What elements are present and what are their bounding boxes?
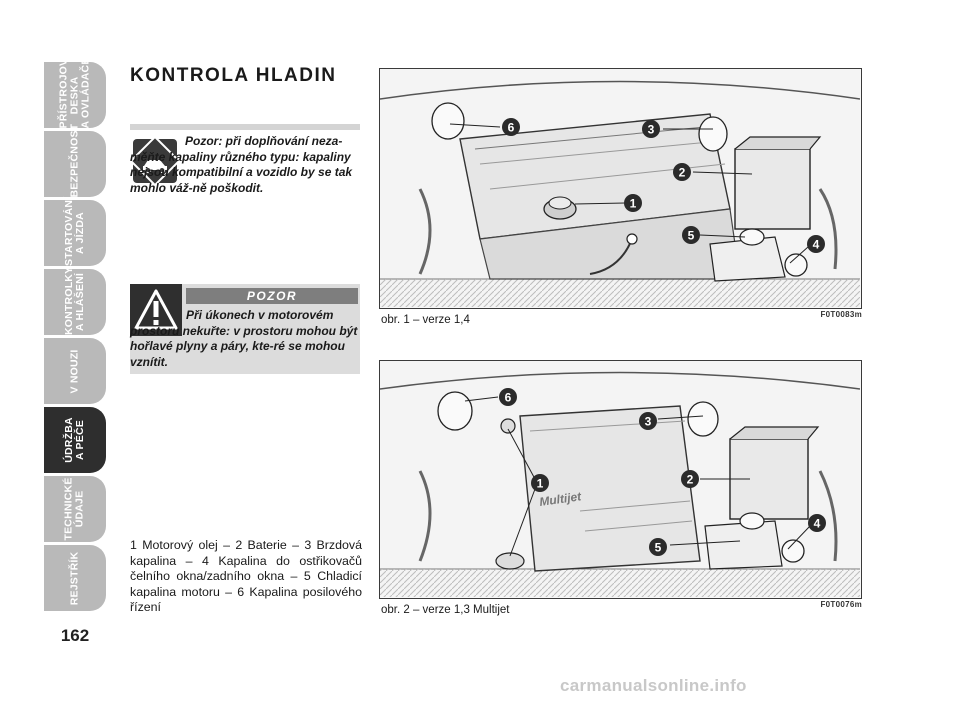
callout-1: 1	[624, 194, 642, 212]
engine-diagram: 1 2 3 4 5 6	[379, 68, 862, 309]
svg-text:5: 5	[688, 229, 695, 243]
note-text: Pozor: při doplňování neza-měňte kapalin…	[130, 134, 353, 195]
callout-2: 2	[681, 470, 699, 488]
svg-text:6: 6	[508, 121, 515, 135]
tab-pristrojova-deska[interactable]: PŘÍSTROJOVÁ DESKA A OVLÁDAČE	[44, 51, 106, 128]
svg-text:2: 2	[687, 473, 694, 487]
svg-text:6: 6	[505, 391, 512, 405]
callout-4: 4	[807, 235, 825, 253]
engine-bay-illustration: Multijet	[380, 361, 860, 597]
tab-label: REJSTŘÍK	[68, 547, 81, 609]
tab-technicke-udaje[interactable]: TECHNICKÉ ÚDAJE	[44, 476, 106, 542]
tab-label-line: A PÉČE	[74, 420, 86, 460]
tab-rejstrik[interactable]: REJSTŘÍK	[44, 545, 106, 611]
danger-text: Při úkonech v motorovém prostoru nekuřte…	[130, 308, 358, 369]
svg-text:1: 1	[537, 477, 544, 491]
tab-label: STARTOVÁNÍ A JÍZDA	[63, 197, 86, 266]
svg-text:1: 1	[630, 197, 637, 211]
figure-code: F0T0076m	[820, 600, 862, 609]
svg-text:5: 5	[655, 541, 662, 555]
tab-v-nouzi[interactable]: V NOUZI	[44, 338, 106, 404]
tab-label-line: A OVLÁDAČE	[79, 56, 92, 128]
figure-caption: obr. 2 – verze 1,3 Multijet	[381, 604, 510, 616]
caution-note: Pozor: při doplňování neza-měňte kapalin…	[130, 124, 360, 226]
tab-udrzba-active[interactable]: ÚDRŽBA A PÉČE	[44, 407, 106, 473]
tab-label-line: V NOUZI	[68, 349, 81, 393]
note-divider	[130, 124, 360, 130]
svg-text:3: 3	[645, 415, 652, 429]
danger-header: POZOR	[186, 288, 358, 304]
svg-text:2: 2	[679, 166, 686, 180]
tab-label: ÚDRŽBA A PÉČE	[63, 409, 86, 471]
tab-label-line: BEZPEČNOST	[68, 123, 81, 197]
tab-label-line: A HLÁŠENÍ	[74, 273, 86, 331]
callout-3: 3	[639, 412, 657, 430]
callout-1: 1	[531, 474, 549, 492]
danger-warning: POZOR Při úkonech v motorovém prostoru n…	[130, 284, 360, 374]
tab-label: V NOUZI	[68, 340, 81, 402]
figure-legend: 1 Motorový olej – 2 Baterie – 3 Brzdová …	[130, 538, 362, 614]
callout-4: 4	[808, 514, 826, 532]
svg-text:4: 4	[813, 238, 820, 252]
callout-6: 6	[499, 388, 517, 406]
multijet-label: Multijet	[538, 489, 583, 509]
callout-2: 2	[673, 163, 691, 181]
page-title: KONTROLA HLADIN	[130, 65, 337, 86]
exclamation-triangle-icon	[130, 284, 182, 336]
tab-kontrolky[interactable]: KONTROLKY A HLÁŠENÍ	[44, 267, 106, 335]
car-warning-icon	[130, 136, 180, 186]
figure-engine-1-4: 1 2 3 4 5 6 obr. 1 – verze 1,4 F0T0083m	[379, 68, 862, 328]
tab-label-line: REJSTŘÍK	[68, 551, 81, 605]
tab-label-line: A JÍZDA	[74, 212, 86, 254]
tab-label: BEZPEČNOST	[68, 123, 81, 197]
callout-5: 5	[682, 226, 700, 244]
tab-label-line: ÚDAJE	[74, 490, 86, 528]
callout-5: 5	[649, 538, 667, 556]
figure-code: F0T0083m	[820, 310, 862, 319]
svg-text:4: 4	[814, 517, 821, 531]
tab-label: KONTROLKY A HLÁŠENÍ	[63, 267, 86, 335]
page-number: 162	[60, 626, 90, 645]
callout-6: 6	[502, 118, 520, 136]
figure-caption: obr. 1 – verze 1,4	[381, 314, 470, 326]
watermark: carmanualsonline.info	[560, 676, 747, 695]
tab-startovani[interactable]: STARTOVÁNÍ A JÍZDA	[44, 197, 106, 266]
tab-label: TECHNICKÉ ÚDAJE	[63, 477, 86, 540]
figure-engine-1-3-multijet: Multijet	[379, 360, 862, 616]
engine-diagram: Multijet	[379, 360, 862, 599]
tab-bezpecnost[interactable]: BEZPEČNOST	[44, 123, 106, 197]
engine-bay-illustration: 1 2 3 4 5 6	[380, 69, 860, 307]
tab-label: PŘÍSTROJOVÁ DESKA A OVLÁDAČE	[58, 51, 92, 128]
svg-text:3: 3	[648, 123, 655, 137]
callout-3: 3	[642, 120, 660, 138]
